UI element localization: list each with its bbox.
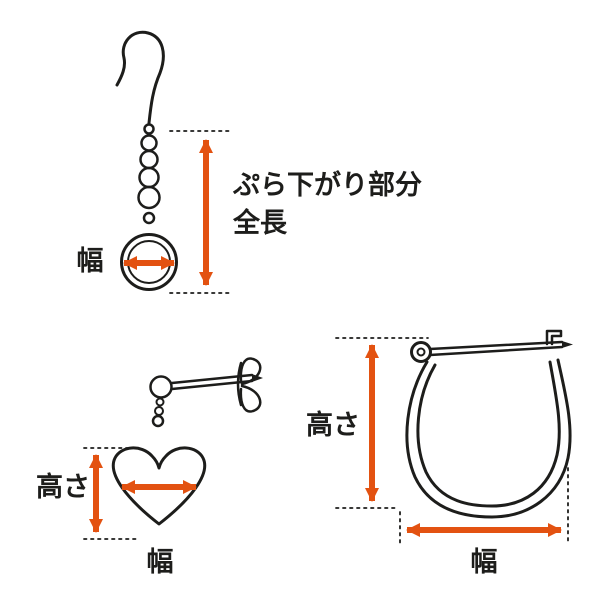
hoop-hinge-hole <box>416 347 426 357</box>
stud-bead-2 <box>154 406 164 416</box>
hoop-latch <box>545 329 563 346</box>
hoop-width-label: 幅 <box>471 547 498 578</box>
butterfly-clutch-face <box>236 361 243 407</box>
heart-height-label: 高さ <box>36 471 90 503</box>
wire-loop <box>143 123 155 135</box>
dangle-length-label-line2: 全長 <box>232 207 288 239</box>
butterfly-clutch-upper-wing <box>239 357 262 386</box>
bead-3 <box>138 166 160 189</box>
stud-bead-1 <box>155 397 165 407</box>
butterfly-clutch-lower-wing <box>239 384 262 413</box>
connector-loop <box>142 211 156 225</box>
hoop-hinge <box>410 341 432 363</box>
ear-wire-hook <box>115 30 165 125</box>
dangle-length-label-line1: ぷら下がり部分 <box>232 169 422 201</box>
hoop-pin-bottom <box>428 345 564 357</box>
hoop-height-label: 高さ <box>306 409 360 441</box>
dangle-width-label: 幅 <box>77 246 104 277</box>
hoop-band-outer <box>405 358 572 519</box>
stud-post-tip <box>252 374 263 382</box>
stud-heart-earring-figure <box>111 357 263 526</box>
hoop-pin-top <box>428 340 564 351</box>
stud-heart-earring-measurements: 高さ 幅 <box>36 447 197 578</box>
ring-outer <box>120 233 178 291</box>
heart-charm <box>111 446 207 526</box>
hook-earring-measurements: 幅 ぷら下がり部分 全長 <box>77 130 422 294</box>
hoop-band-inner <box>416 360 561 508</box>
hoop-pin-tip <box>562 341 573 348</box>
heart-width-label: 幅 <box>147 547 174 578</box>
bead-1 <box>140 134 158 152</box>
hoop-earring-measurements: 高さ 幅 <box>306 337 569 578</box>
hoop-earring-figure <box>405 329 573 519</box>
stud-ball <box>149 375 173 399</box>
stud-bead-3 <box>151 414 165 428</box>
bead-4 <box>137 185 161 210</box>
bead-2 <box>139 149 159 170</box>
hook-earring-figure <box>115 30 178 291</box>
